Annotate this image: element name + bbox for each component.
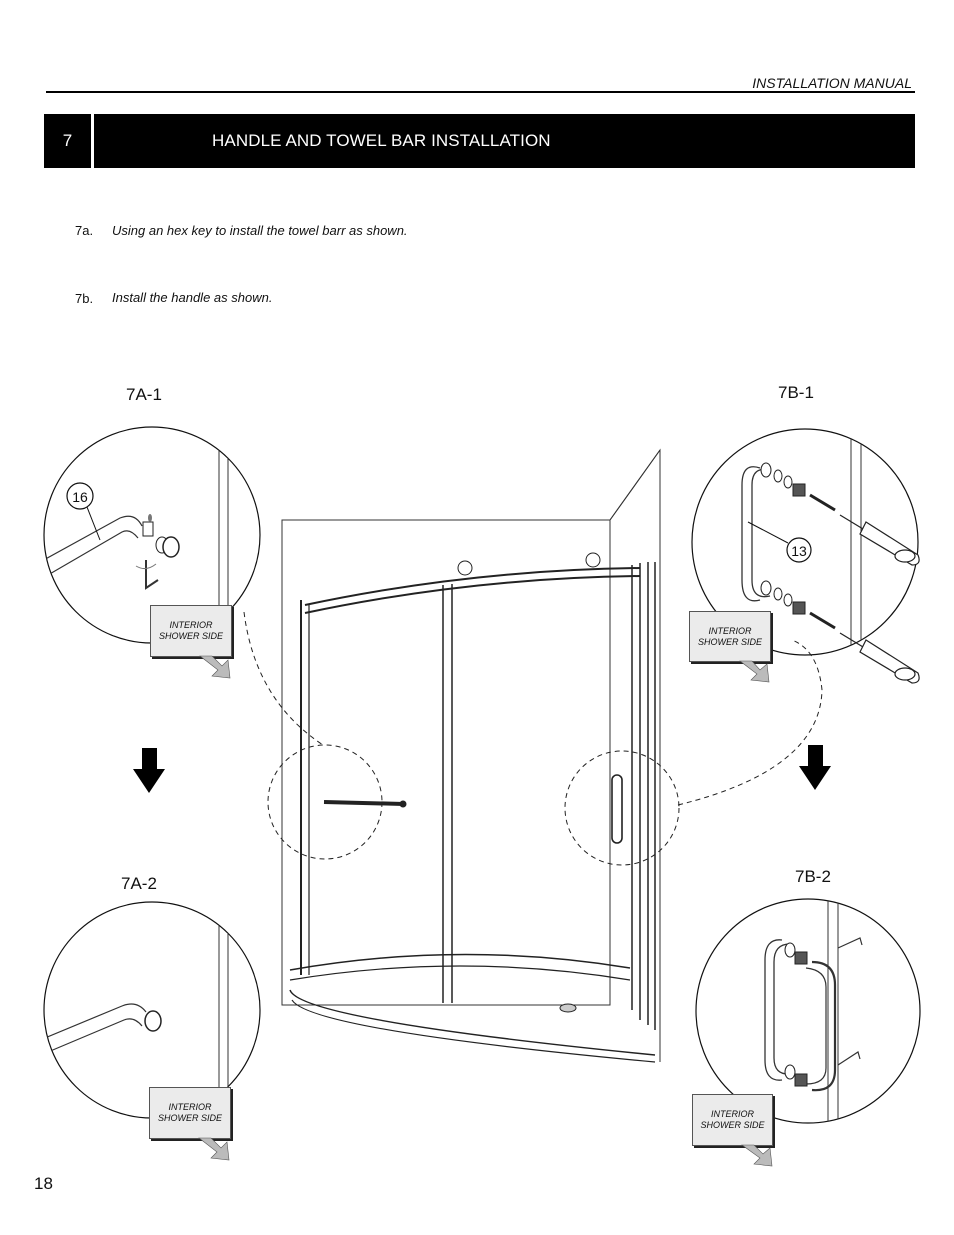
interior-label-7a2: INTERIOR SHOWER SIDE xyxy=(149,1087,231,1139)
step-7a-text: Using an hex key to install the towel ba… xyxy=(112,223,408,238)
interior-label-line2: SHOWER SIDE xyxy=(158,631,223,641)
section-divider xyxy=(91,114,94,168)
page-number: 18 xyxy=(34,1174,53,1193)
down-arrow-icon xyxy=(799,745,831,790)
interior-label-line1: INTERIOR xyxy=(168,1102,212,1112)
detail-connectors xyxy=(243,611,823,866)
header-rule xyxy=(46,91,915,93)
figure-7a1-label: 7A-1 xyxy=(126,385,162,404)
figure-7b2-label: 7B-2 xyxy=(795,867,831,886)
step-7b-text: Install the handle as shown. xyxy=(112,290,273,305)
down-arrow-icon xyxy=(133,748,165,793)
interior-label-line2: SHOWER SIDE xyxy=(700,1120,765,1130)
callout-13 xyxy=(747,521,812,563)
interior-label-line1: INTERIOR xyxy=(710,1109,754,1119)
interior-label-line2: SHOWER SIDE xyxy=(697,636,762,647)
interior-label-7b2: INTERIOR SHOWER SIDE xyxy=(692,1094,773,1146)
detail-circle-7b2 xyxy=(695,898,921,1124)
callout-16 xyxy=(66,482,101,541)
section-title: HANDLE AND TOWEL BAR INSTALLATION xyxy=(212,131,551,150)
manual-title: INSTALLATION MANUAL xyxy=(752,75,912,91)
step-7a-label: 7a. xyxy=(75,223,94,238)
interior-label-7b1: INTERIOR SHOWER SIDE xyxy=(689,611,771,662)
interior-label-line1: INTERIOR xyxy=(708,625,752,636)
callout-13-text: 13 xyxy=(791,543,807,559)
step-7b-label: 7b. xyxy=(75,291,94,306)
interior-label-7a1: INTERIOR SHOWER SIDE xyxy=(150,605,232,657)
section-number: 7 xyxy=(62,131,73,150)
callout-16-text: 16 xyxy=(72,489,88,505)
figure-7b1-label: 7B-1 xyxy=(778,383,814,402)
shower-enclosure xyxy=(281,448,661,1063)
interior-label-line1: INTERIOR xyxy=(169,620,213,630)
interior-label-line2: SHOWER SIDE xyxy=(157,1113,222,1123)
figure-7a2-label: 7A-2 xyxy=(121,874,157,893)
section-bar: 7 HANDLE AND TOWEL BAR INSTALLATION xyxy=(44,114,915,168)
